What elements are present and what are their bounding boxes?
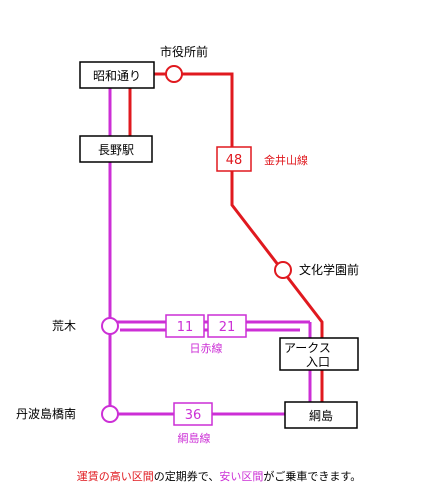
bunka-gakuen-mae-label: 文化学園前 xyxy=(299,262,359,277)
arcs-iriguchi-label-2: 入口 xyxy=(306,355,330,369)
station-box-arcs-iriguchi[interactable]: アークス 入口 xyxy=(279,337,359,371)
nisseki-line-name: 日赤線 xyxy=(190,341,223,355)
stop-araki[interactable] xyxy=(101,317,119,335)
station-box-amishima[interactable]: 綱島 xyxy=(284,401,358,429)
fare-note-pass: の定期券で、 xyxy=(153,470,220,483)
stop-bunka-gakuen-mae[interactable] xyxy=(274,261,292,279)
showa-dori-label: 昭和通り xyxy=(93,69,141,83)
station-box-nagano-eki[interactable]: 長野駅 xyxy=(79,135,153,163)
shiyakushomae-label: 市役所前 xyxy=(160,44,208,59)
route-number-11: 11 xyxy=(177,320,194,335)
station-box-showa-dori[interactable]: 昭和通り xyxy=(79,61,155,89)
araki-label: 荒木 xyxy=(52,319,76,333)
route-number-48: 48 xyxy=(226,153,243,168)
route-number-21: 21 xyxy=(219,320,236,335)
stop-shiyakushomae[interactable] xyxy=(165,65,183,83)
route-badge-48[interactable]: 48 xyxy=(216,146,252,172)
fare-note-ride: がご乗車できます。 xyxy=(263,470,362,483)
route-badge-21[interactable]: 21 xyxy=(207,314,247,338)
stop-tanbajima-bashi-minami[interactable] xyxy=(101,405,119,423)
fare-note-low-section: 安い区間 xyxy=(219,470,264,483)
route-badge-11[interactable]: 11 xyxy=(165,314,205,338)
fare-note-high-section: 運賃の高い区間 xyxy=(76,470,154,483)
route-number-36: 36 xyxy=(185,408,202,423)
arcs-iriguchi-label-1: アークス xyxy=(284,341,331,355)
kanaizan-line-name: 金井山線 xyxy=(264,153,308,167)
route-badge-36[interactable]: 36 xyxy=(173,402,213,426)
nagano-eki-label: 長野駅 xyxy=(98,143,134,157)
amishima-line-name: 綱島線 xyxy=(178,431,211,445)
tanbajima-bashi-minami-label: 丹波島橋南 xyxy=(16,406,76,421)
amishima-label: 綱島 xyxy=(309,408,333,423)
fare-note: 運賃の高い区間の定期券で、安い区間がご乗車できます。 xyxy=(0,468,438,484)
